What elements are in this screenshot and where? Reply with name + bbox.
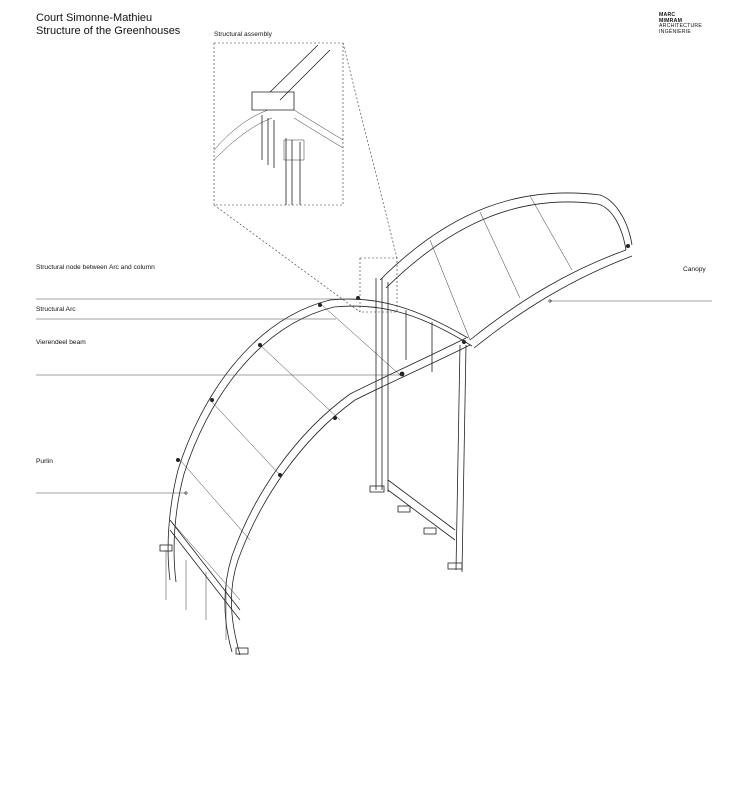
logo-line-1: MARC xyxy=(659,12,676,18)
studio-logo: MARC MIMRAM ARCHITECTURE INGÉNIERIE xyxy=(659,12,703,35)
canopy-purlin-1 xyxy=(429,239,471,341)
foot-frame-verticals xyxy=(165,550,227,640)
label-vierendeel-beam: Vierendeel beam xyxy=(36,339,86,346)
title-line-2: Structure of the Greenhouses xyxy=(36,25,181,37)
node-3 xyxy=(399,371,405,377)
canopy-arc-inner xyxy=(385,201,627,289)
label-structural-assembly: Structural assembly xyxy=(214,31,272,38)
column-front-right xyxy=(455,344,467,573)
inset-frame xyxy=(213,42,344,206)
base-plate-4 xyxy=(423,527,437,535)
inset-column-a xyxy=(261,115,275,168)
purlin-2 xyxy=(259,344,341,421)
node-9 xyxy=(462,340,466,344)
canopy-front-edge-2 xyxy=(473,255,633,349)
node-1 xyxy=(318,303,322,307)
drawing-title: Court Simonne-Mathieu Structure of the G… xyxy=(36,12,180,38)
logo-line-3: ARCHITECTURE xyxy=(659,23,703,30)
base-plate-3 xyxy=(397,505,411,513)
purlin-5 xyxy=(169,519,241,601)
front-arc-inner xyxy=(231,344,471,656)
base-plate-1 xyxy=(159,544,173,552)
vierendeel-beam-verticals xyxy=(405,310,433,372)
node-5 xyxy=(258,343,262,347)
back-arc-outer xyxy=(167,298,469,581)
canopy-arc-outer xyxy=(379,192,633,281)
base-beam-left xyxy=(169,519,241,621)
label-canopy: Canopy xyxy=(683,266,706,273)
inset-leader-right xyxy=(342,42,398,259)
logo-line-2: MIMRAM xyxy=(659,17,683,24)
purlin-4 xyxy=(179,459,251,541)
node-2 xyxy=(356,296,360,300)
base-plate-5 xyxy=(447,562,463,570)
label-structural-arc: Structural Arc xyxy=(36,306,76,313)
inset-node-plate xyxy=(251,91,295,111)
label-leaders xyxy=(36,298,712,495)
back-arc-inner xyxy=(173,305,473,583)
canopy-purlin-2 xyxy=(479,211,521,299)
node-7 xyxy=(278,473,282,477)
node-10 xyxy=(626,244,630,248)
logo-line-4: INGÉNIERIE xyxy=(659,28,691,35)
inset-column-b xyxy=(285,138,301,205)
leader-canopy-dot xyxy=(548,299,552,303)
inset-leader-left xyxy=(213,204,361,313)
title-line-1: Court Simonne-Mathieu xyxy=(36,12,153,24)
column-rear-left xyxy=(375,278,389,492)
base-plate-6 xyxy=(235,647,249,655)
greenhouse-structure xyxy=(159,192,633,656)
inset-purlin xyxy=(293,109,344,149)
label-structural-node: Structural node between Arc and column xyxy=(36,264,155,271)
base-beam-right xyxy=(387,479,456,541)
node-6 xyxy=(210,398,214,402)
front-arc-outer xyxy=(224,337,467,653)
base-plate-2 xyxy=(369,485,385,493)
node-detail-box xyxy=(359,257,398,313)
canopy-purlin-3 xyxy=(529,195,573,271)
node-8 xyxy=(176,458,180,462)
inset-arc xyxy=(213,109,273,161)
purlin-3 xyxy=(209,399,281,476)
label-purlin: Purlin xyxy=(36,458,53,465)
canopy-front-edge xyxy=(469,249,627,341)
purlin-1 xyxy=(321,304,401,376)
node-4 xyxy=(333,416,337,420)
leader-purlin-dot xyxy=(184,491,188,495)
inset-bracket xyxy=(283,139,305,161)
assembly-detail-inset xyxy=(213,42,398,313)
